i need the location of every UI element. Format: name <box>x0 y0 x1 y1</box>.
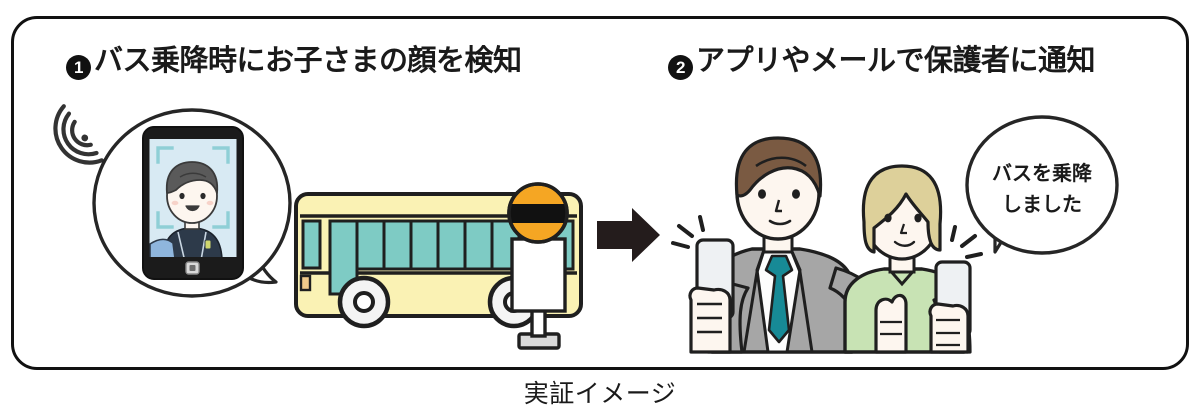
figure-caption: 実証イメージ <box>523 380 677 408</box>
step-1-number-badge: 1 <box>66 55 91 80</box>
step-2-number-badge: 2 <box>668 55 693 80</box>
step-1-title: バス乗降時にお子さまの顔を検知 <box>94 45 522 77</box>
step-2-title: アプリやメールで保護者に通知 <box>696 45 1096 77</box>
